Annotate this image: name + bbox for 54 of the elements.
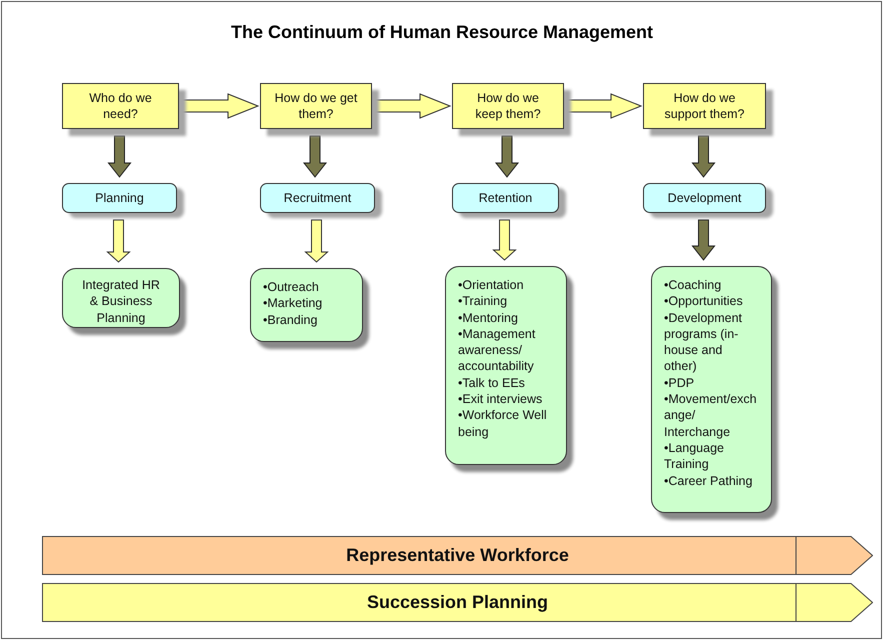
category-text: Retention: [478, 191, 532, 205]
list-item: •Opportunities: [664, 293, 744, 310]
list-item: •Branding: [263, 312, 318, 328]
block-arrow: [372, 93, 452, 119]
list-item: •Training: [458, 293, 508, 310]
list-item: •Exit interviews: [458, 391, 544, 408]
list-item: •Development programs (in-house and other): [664, 310, 744, 375]
list-item: •Career Pathing: [664, 472, 754, 489]
block-arrow: [178, 93, 260, 119]
list-box: [62, 268, 180, 328]
list-item: •Workforce Well being: [458, 407, 548, 440]
block-arrow: [302, 136, 328, 178]
list-box: [250, 268, 363, 342]
block-arrow: [106, 220, 131, 263]
block-arrow: [304, 220, 329, 263]
list-item: •Coaching: [664, 277, 722, 294]
list-item: •Mentoring: [458, 310, 519, 326]
block-arrow: [494, 136, 520, 178]
question-box: [452, 83, 564, 129]
banner-label: Succession Planning: [366, 592, 548, 613]
list-item: Integrated HR & Business Planning: [81, 277, 161, 326]
block-arrow: [691, 136, 716, 178]
category-box: [643, 183, 766, 213]
question-box: [643, 83, 766, 129]
banner: [42, 583, 873, 622]
list-box: [651, 266, 772, 513]
question-box: [260, 83, 372, 129]
list-item: •PDP: [664, 374, 696, 392]
question-text: How do we keep them?: [474, 90, 542, 122]
list-item: •Outreach: [263, 279, 320, 296]
block-arrow: [691, 220, 716, 261]
banner: [42, 536, 873, 575]
diagram-title: The Continuum of Human Resource Management: [230, 22, 654, 43]
category-text: Recruitment: [284, 191, 352, 205]
question-text: How do we support them?: [664, 90, 746, 122]
banner-label: Representative Workforce: [346, 545, 569, 566]
block-arrow: [564, 93, 642, 119]
category-box: [260, 183, 375, 213]
list-item: •Talk to EEs: [458, 374, 526, 392]
category-box: [452, 183, 559, 213]
list-item: •Marketing: [263, 295, 324, 312]
list-item: •Language Training: [664, 440, 725, 473]
category-box: [62, 183, 177, 213]
question-box: [62, 83, 179, 129]
list-item: •Orientation: [458, 277, 525, 294]
question-text: How do we get them?: [274, 90, 358, 122]
question-text: Who do we need?: [88, 90, 153, 122]
list-item: •Management awareness/ accountability: [458, 326, 536, 375]
category-text: Planning: [95, 191, 144, 205]
block-arrow: [492, 220, 517, 261]
list-item: •Movement/exchange/ Interchange: [664, 391, 758, 440]
block-arrow: [107, 136, 132, 178]
category-text: Development: [668, 191, 742, 205]
list-box: [445, 266, 567, 465]
